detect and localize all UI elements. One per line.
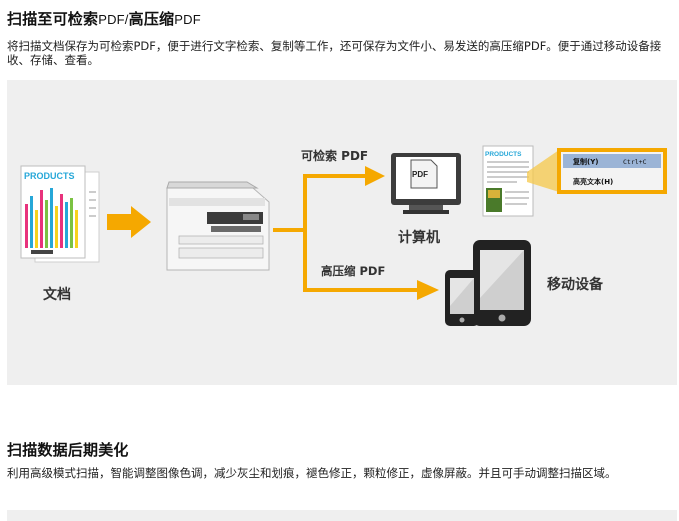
diagram-graphics: PRODUCTS — [20, 145, 667, 326]
title-part: 高压缩 — [128, 10, 175, 28]
scan-flow-diagram: PRODUCTS — [7, 80, 677, 385]
menu-shortcut-copy: Ctrl+C — [623, 158, 647, 166]
document-icon: PRODUCTS — [20, 165, 100, 263]
connector-arrows — [273, 166, 439, 300]
zoom-beam — [527, 150, 559, 192]
pdf-badge: PDF — [412, 170, 428, 179]
menu-item-copy: 复制(Y) — [572, 157, 598, 166]
label-searchable-pdf: 可检索 PDF — [301, 149, 369, 163]
bar-graphic — [25, 188, 78, 248]
label-compressed-pdf: 高压缩 PDF — [321, 264, 386, 278]
doc-page-text: PRODUCTS — [485, 151, 522, 158]
pdf-page-preview: PRODUCTS — [482, 145, 534, 217]
section-description: 将扫描文档保存为可检索PDF，便于进行文字检索、复制等工作，还可保存为文件小、易… — [7, 39, 662, 67]
next-diagram-edge — [7, 510, 677, 521]
label-mobile-device: 移动设备 — [547, 277, 603, 293]
mobile-devices-icon — [445, 240, 531, 326]
arrow-doc-to-printer — [107, 206, 151, 238]
menu-item-highlight: 高亮文本(H) — [573, 177, 613, 186]
section-title-post-processing: 扫描数据后期美化 — [7, 441, 129, 459]
arrow-to-mobile — [417, 280, 439, 300]
doc-cover-text: PRODUCTS — [24, 171, 75, 181]
label-document: 文档 — [43, 287, 71, 303]
context-menu-callout: 复制(Y) Ctrl+C 高亮文本(H) — [557, 148, 667, 194]
title-part: PDF — [174, 12, 201, 27]
title-part: PDF/ — [98, 12, 129, 27]
label-computer: 计算机 — [398, 230, 440, 246]
section-title-scan-to-pdf: 扫描至可检索PDF/高压缩PDF — [7, 8, 201, 29]
computer-monitor-icon: PDF — [391, 153, 461, 214]
printer-icon — [166, 181, 270, 271]
arrow-to-computer — [365, 166, 385, 186]
section-description: 利用高级模式扫描，智能调整图像色调，减少灰尘和划痕，褪色修正，颗粒修正，虚像屏蔽… — [7, 466, 617, 480]
title-part: 扫描至可检索 — [7, 10, 99, 28]
